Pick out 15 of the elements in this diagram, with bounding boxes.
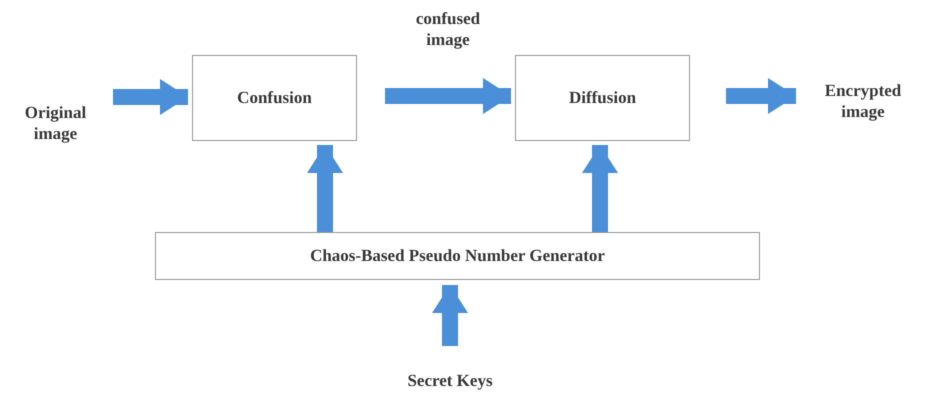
flow-label: Original image (8, 100, 103, 146)
box-label: Diffusion (568, 87, 636, 109)
block-arrow (432, 285, 468, 346)
flow-label: Encrypted image (802, 78, 924, 124)
flow-label: Secret Keys (395, 368, 505, 394)
process-box (515, 55, 690, 141)
block-arrow (726, 78, 796, 114)
process-box (192, 55, 357, 141)
box-label: Chaos-Based Pseudo Number Generator (310, 245, 605, 267)
block-arrow (582, 145, 618, 232)
block-arrow (113, 79, 188, 115)
block-arrow (385, 78, 511, 114)
process-box (155, 232, 760, 280)
block-arrow (307, 145, 343, 232)
box-label: Confusion (237, 87, 312, 109)
